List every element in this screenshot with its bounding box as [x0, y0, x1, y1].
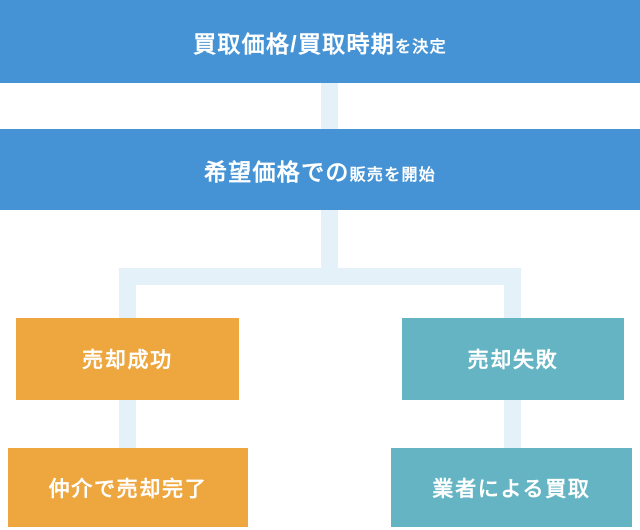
step1-text: 買取価格/買取時期を決定: [193, 25, 447, 59]
step-start-selling-at-desired-price: 希望価格での販売を開始: [0, 129, 640, 210]
connector-step1-step2: [321, 83, 338, 129]
branch-right-drop-connector: [504, 284, 521, 318]
branch-left-drop-connector: [119, 284, 136, 318]
connector-success-result: [119, 400, 136, 448]
branch-horizontal-connector: [119, 268, 521, 285]
connector-failure-result: [504, 400, 521, 448]
result-brokered-sale-complete-box: 仲介で売却完了: [8, 448, 248, 527]
result-brokered-sale-complete-label: 仲介で売却完了: [48, 477, 208, 501]
step2-text: 希望価格での販売を開始: [204, 153, 436, 187]
outcome-sale-failure-box: 売却失敗: [402, 318, 624, 400]
step2-emphasis: 希望価格での: [203, 158, 350, 185]
step1-emphasis: 買取価格/買取時期: [193, 30, 396, 57]
outcome-sale-success-label: 売却成功: [82, 349, 173, 372]
step1-suffix: を決定: [395, 38, 447, 56]
result-vendor-buyout-box: 業者による買取: [391, 448, 632, 527]
outcome-sale-failure-label: 売却失敗: [467, 349, 559, 372]
step2-suffix: 販売を開始: [349, 166, 437, 184]
step-decide-price-and-timing: 買取価格/買取時期を決定: [0, 0, 640, 83]
outcome-sale-success-box: 売却成功: [16, 318, 239, 400]
connector-step2-branch: [321, 210, 338, 268]
result-vendor-buyout-label: 業者による買取: [432, 477, 591, 501]
